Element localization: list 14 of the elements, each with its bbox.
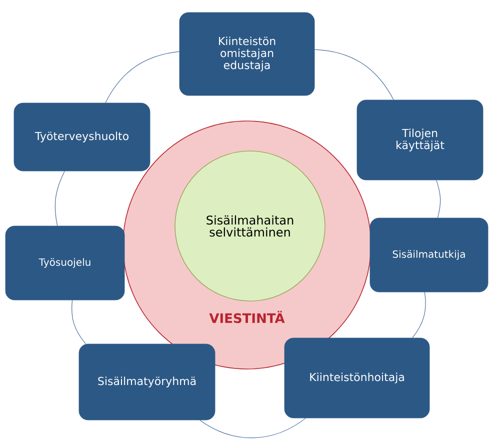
role-box: Kiinteistönhoitaja [284, 338, 430, 418]
ring-connector [71, 300, 86, 344]
role-box: Tilojen käyttäjät [356, 100, 484, 180]
ring-connector [54, 170, 65, 226]
ring-connector [314, 49, 394, 100]
role-box: Kiinteistön omistajan edustaja [179, 12, 315, 96]
ring-connector [105, 51, 180, 104]
ring-connector [200, 418, 306, 438]
role-box: Sisäilmatutkija [370, 218, 488, 292]
role-box: Sisäilmatyöryhmä [78, 344, 216, 420]
ring-connector [436, 180, 441, 218]
ring-connector [412, 292, 426, 338]
role-box: Työsuojelu [5, 226, 125, 300]
role-box: Työterveyshuolto [14, 102, 150, 172]
